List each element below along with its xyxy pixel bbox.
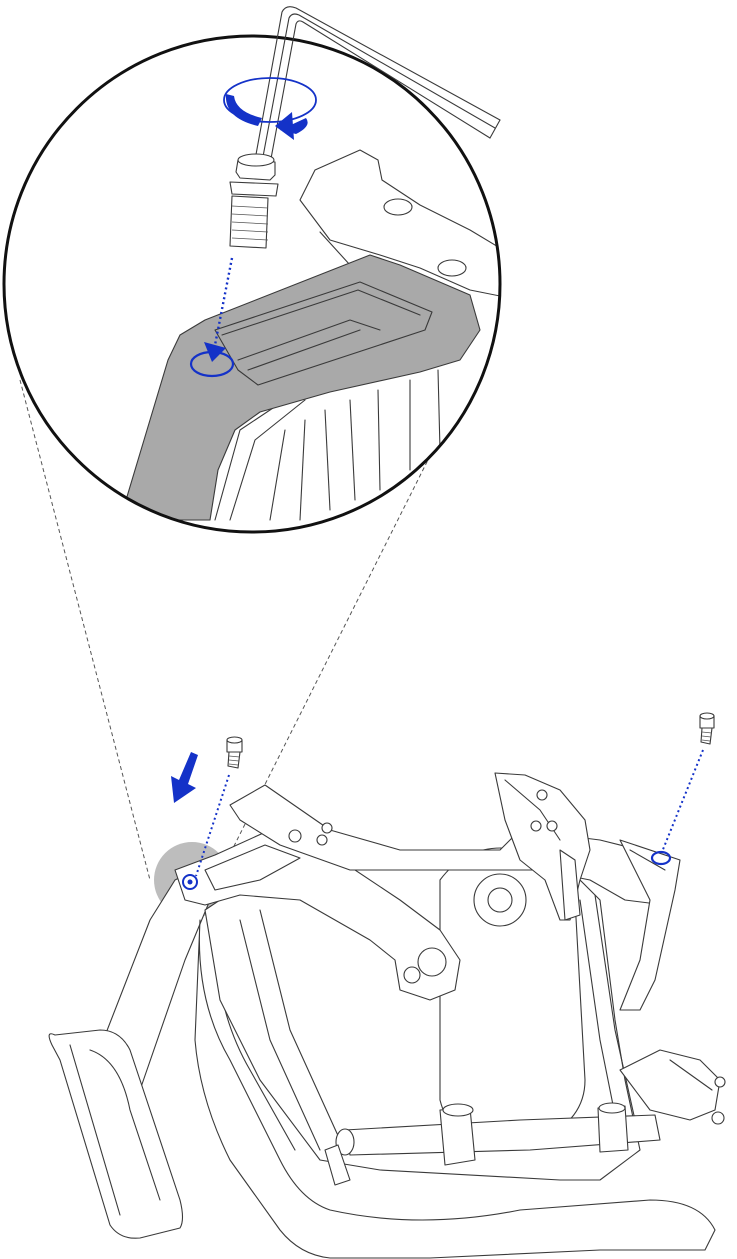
zoom-circle-outline	[2, 34, 502, 534]
screw-left-icon	[226, 736, 243, 769]
screw-icon	[229, 153, 279, 249]
right-insert-path	[661, 749, 704, 853]
chair-assembly	[48, 772, 726, 1259]
zoom-callout	[2, 34, 502, 534]
screw-right-icon	[699, 712, 715, 745]
hex-key-icon	[254, 6, 501, 165]
insert-arrow-icon	[189, 257, 235, 378]
down-arrow-icon	[171, 752, 198, 803]
rotate-clockwise-icon	[223, 77, 317, 140]
